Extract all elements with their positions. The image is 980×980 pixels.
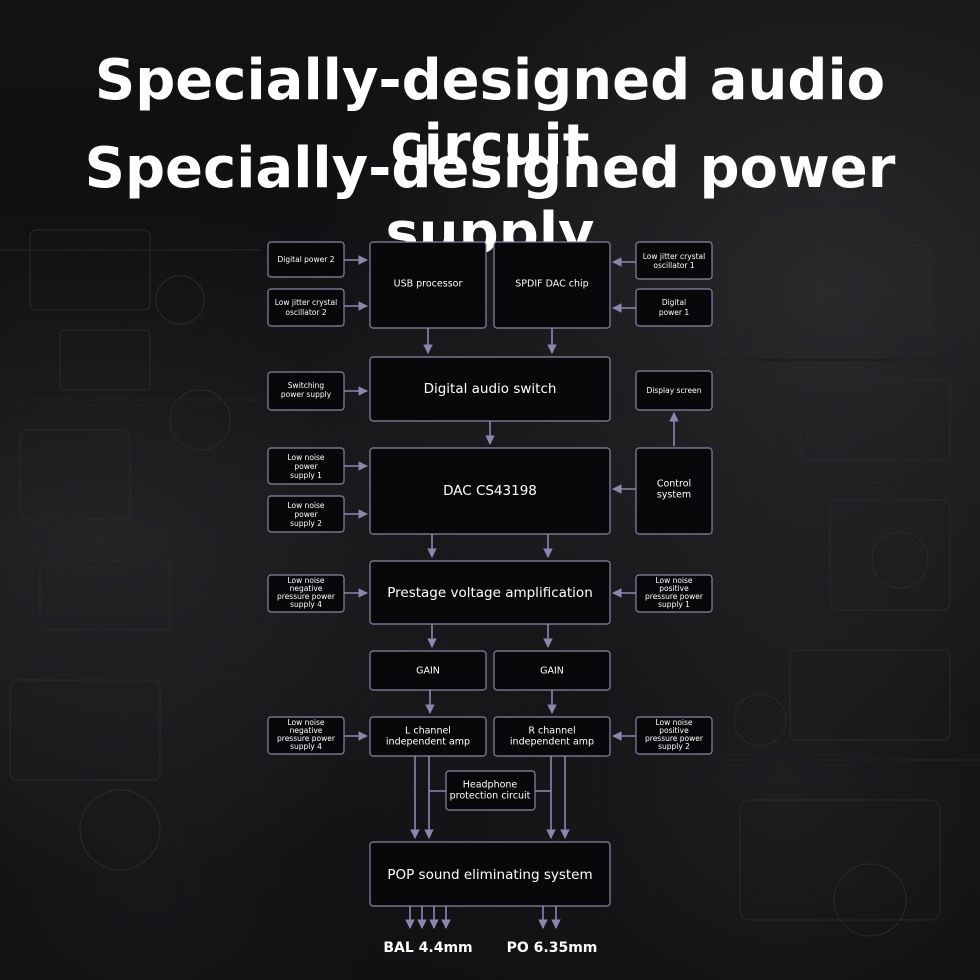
svg-text:Low noise: Low noise (287, 576, 324, 585)
svg-text:Low noise: Low noise (655, 576, 692, 585)
svg-text:pressure power: pressure power (277, 734, 336, 743)
block-digital-power-2: Digital power 2 (267, 241, 345, 278)
svg-text:Digital audio switch: Digital audio switch (424, 381, 557, 397)
block-prestage-voltage-amplification: Prestage voltage amplification (369, 560, 611, 625)
block-crystal-oscillator-2: Low jitter crystal oscillator 2 (267, 288, 345, 327)
block-negative-pressure-supply-4-b: Low noise negative pressure power supply… (267, 716, 345, 755)
svg-text:Display screen: Display screen (647, 386, 702, 395)
svg-text:Control: Control (657, 479, 691, 490)
block-switching-power-supply: Switching power supply (267, 371, 345, 411)
svg-text:SPDIF DAC chip: SPDIF DAC chip (515, 279, 588, 290)
svg-text:positive: positive (659, 584, 689, 593)
svg-text:negative: negative (290, 584, 323, 593)
svg-text:supply 4: supply 4 (290, 742, 322, 751)
svg-text:oscillator 1: oscillator 1 (653, 261, 694, 270)
svg-text:GAIN: GAIN (416, 666, 440, 677)
block-negative-pressure-supply-4-a: Low noise negative pressure power supply… (267, 574, 345, 613)
block-positive-pressure-supply-1: Low noise positive pressure power supply… (635, 574, 713, 613)
svg-text:supply 4: supply 4 (290, 600, 322, 609)
svg-text:supply 1: supply 1 (658, 600, 690, 609)
block-display-screen: Display screen (635, 370, 713, 411)
block-gain-left: GAIN (369, 650, 487, 691)
svg-text:protection circuit: protection circuit (450, 791, 531, 802)
svg-text:power: power (294, 510, 318, 519)
svg-text:pressure power: pressure power (645, 592, 704, 601)
output-po-label: PO 6.35mm (507, 940, 598, 956)
block-spdif-dac-chip: SPDIF DAC chip (493, 241, 611, 329)
title-line-1: Specially-designed audio circuit (94, 48, 886, 178)
svg-text:supply 2: supply 2 (290, 519, 322, 528)
block-crystal-oscillator-1: Low jitter crystal oscillator 1 (635, 241, 713, 280)
svg-text:R channel: R channel (528, 726, 575, 737)
svg-text:Low noise: Low noise (655, 718, 692, 727)
svg-text:USB processor: USB processor (394, 279, 463, 290)
svg-text:positive: positive (659, 726, 689, 735)
svg-text:Low jitter crystal: Low jitter crystal (275, 298, 337, 307)
svg-text:POP sound eliminating system: POP sound eliminating system (387, 867, 592, 883)
svg-text:pressure power: pressure power (277, 592, 336, 601)
block-headphone-protection-circuit: Headphone protection circuit (445, 770, 536, 811)
svg-text:Switching: Switching (288, 381, 325, 390)
connectors (344, 255, 679, 929)
svg-text:Low noise: Low noise (287, 501, 324, 510)
block-low-noise-power-supply-1: Low noise power supply 1 (267, 447, 345, 485)
svg-text:independent amp: independent amp (510, 737, 594, 748)
svg-text:Headphone: Headphone (463, 780, 518, 791)
block-pop-sound-eliminating-system: POP sound eliminating system (369, 841, 611, 907)
block-low-noise-power-supply-2: Low noise power supply 2 (267, 495, 345, 533)
svg-text:Digital: Digital (662, 298, 686, 307)
block-l-channel-amp: L channel independent amp (369, 716, 487, 757)
block-control-system: Control system (635, 447, 713, 535)
svg-text:L channel: L channel (405, 726, 451, 737)
svg-text:supply 1: supply 1 (290, 471, 322, 480)
block-dac-cs43198: DAC CS43198 (369, 447, 611, 535)
output-bal-label: BAL 4.4mm (383, 940, 472, 956)
block-usb-processor: USB processor (369, 241, 487, 329)
svg-text:Low noise: Low noise (287, 718, 324, 727)
svg-text:system: system (657, 490, 691, 501)
svg-text:pressure power: pressure power (645, 734, 704, 743)
svg-text:Low noise: Low noise (287, 453, 324, 462)
svg-text:Prestage voltage amplification: Prestage voltage amplification (387, 585, 593, 601)
svg-text:negative: negative (290, 726, 323, 735)
block-positive-pressure-supply-2: Low noise positive pressure power supply… (635, 716, 713, 755)
svg-text:independent amp: independent amp (386, 737, 470, 748)
svg-text:power supply: power supply (281, 390, 332, 399)
block-gain-right: GAIN (493, 650, 611, 691)
svg-text:oscillator 2: oscillator 2 (285, 308, 326, 317)
block-digital-audio-switch: Digital audio switch (369, 356, 611, 422)
block-digital-power-1: Digital power 1 (635, 288, 713, 327)
svg-text:power: power (294, 462, 318, 471)
svg-text:Digital power 2: Digital power 2 (277, 255, 334, 264)
svg-text:power 1: power 1 (659, 308, 690, 317)
svg-text:GAIN: GAIN (540, 666, 564, 677)
title-line-2: Specially-designed power supply (84, 136, 896, 266)
svg-text:DAC CS43198: DAC CS43198 (443, 483, 537, 499)
svg-text:supply 2: supply 2 (658, 742, 690, 751)
block-r-channel-amp: R channel independent amp (493, 716, 611, 757)
svg-text:Low jitter crystal: Low jitter crystal (643, 252, 705, 261)
